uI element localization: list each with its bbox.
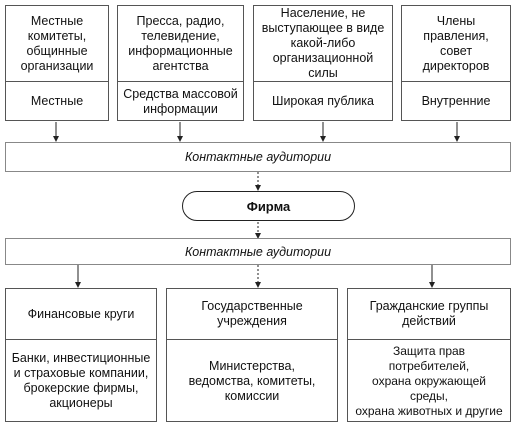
- bottom-group-government: Государственные учреждения Министерства,…: [166, 288, 338, 422]
- top-group-local-lower: Местные: [6, 81, 108, 121]
- firm-node: Фирма: [182, 191, 355, 221]
- bottom-group-financial-lower: Банки, инвестиционные и страховые компан…: [6, 339, 156, 422]
- top-group-public: Население, не выступающее в виде какой-л…: [253, 5, 393, 121]
- bottom-group-civic: Гражданские группы действий Защита прав …: [347, 288, 511, 422]
- band-contact-audiences-bottom: Контактные аудитории: [5, 238, 511, 265]
- bottom-group-civic-lower: Защита прав потребителей, охрана окружаю…: [348, 339, 510, 422]
- top-group-public-lower: Широкая публика: [254, 81, 392, 121]
- bottom-group-government-lower: Министерства, ведомства, комитеты, комис…: [167, 339, 337, 422]
- band-bottom-label: Контактные аудитории: [184, 244, 332, 259]
- firm-label: Фирма: [246, 198, 291, 214]
- top-group-internal-lower: Внутренние: [402, 81, 510, 121]
- bottom-group-financial: Финансовые круги Банки, инвестиционные и…: [5, 288, 157, 422]
- top-group-media-upper: Пресса, радио, телевидение, информационн…: [128, 13, 233, 73]
- band-top-label: Контактные аудитории: [184, 150, 332, 164]
- bottom-group-government-upper: Государственные учреждения: [201, 299, 303, 328]
- bottom-group-financial-upper: Финансовые круги: [27, 306, 135, 321]
- top-group-public-upper: Население, не выступающее в виде какой-л…: [261, 6, 385, 80]
- top-group-internal: Члены правления, совет директоров Внутре…: [401, 5, 511, 121]
- top-group-local-upper: Местные комитеты, общинные организации: [20, 13, 94, 73]
- top-group-local: Местные комитеты, общинные организации М…: [5, 5, 109, 121]
- top-group-media-lower: Средства массовой информации: [118, 81, 243, 121]
- band-contact-audiences-top: Контактные аудитории: [5, 142, 511, 172]
- bottom-group-civic-upper: Гражданские группы действий: [369, 299, 489, 328]
- top-group-internal-upper: Члены правления, совет директоров: [422, 13, 490, 73]
- top-group-media: Пресса, радио, телевидение, информационн…: [117, 5, 244, 121]
